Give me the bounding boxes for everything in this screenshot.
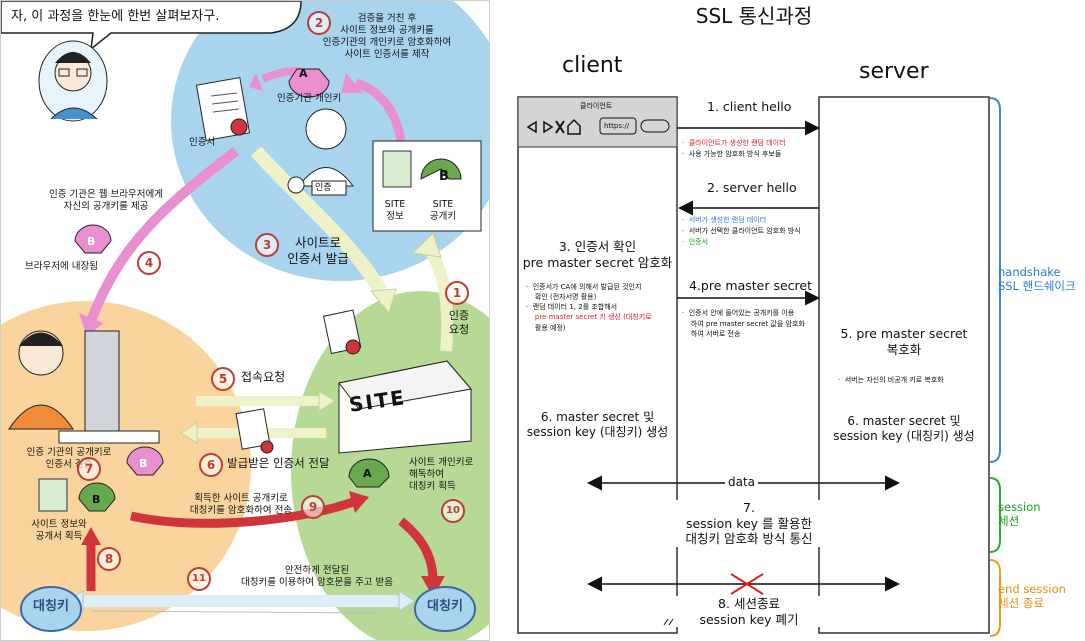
ca-public-key-verify-icon bbox=[126, 446, 164, 476]
client-label: client bbox=[562, 53, 623, 78]
browser-title: 클라이언트 bbox=[580, 102, 613, 110]
step-8-badge: 8 bbox=[97, 547, 121, 571]
arrow-3 bbox=[250, 146, 388, 295]
step-2-badge: 2 bbox=[307, 11, 331, 35]
arrow-10 bbox=[398, 517, 438, 582]
step-1-title: 1. client hello bbox=[707, 99, 792, 114]
step-3-notes: · 인증서가 CA에 의해서 발급된 것인지 확인 (전자서명 활용) · 랜덤… bbox=[526, 283, 652, 332]
step-5-text: 접속요청 bbox=[241, 370, 286, 384]
site-public-key-icon bbox=[78, 482, 116, 512]
handshake-bracket bbox=[989, 97, 1001, 463]
site-pub-key-b: B bbox=[92, 493, 101, 506]
ca-key-b: B bbox=[87, 235, 96, 248]
speech-bubble bbox=[1, 1, 302, 51]
end-session-cross bbox=[730, 573, 764, 595]
site-private-key-icon bbox=[348, 458, 390, 488]
ca-person bbox=[287, 108, 354, 196]
step-5-badge: 5 bbox=[211, 367, 235, 391]
site-building bbox=[338, 360, 472, 454]
step-6-text: 발급받은 인증서 전달 bbox=[227, 456, 330, 470]
step-7-badge: 7 bbox=[77, 457, 101, 481]
url-text: https:// bbox=[604, 122, 630, 130]
ssl-sequence-diagram: SSL 통신과정 client server 클라이언트 https:// 1.… bbox=[514, 0, 1085, 641]
step-2-title: 2. server hello bbox=[707, 180, 797, 195]
site-key-a: A bbox=[363, 467, 372, 480]
ca-private-key-label: 인증기관 개인키 bbox=[277, 93, 342, 104]
arrow-2 bbox=[354, 78, 406, 142]
arrow-4 bbox=[86, 147, 240, 323]
step-6-badge: 6 bbox=[199, 453, 223, 477]
step-11-badge: 11 bbox=[187, 567, 211, 591]
step-1-badge: 1 bbox=[445, 281, 469, 305]
step-4-title: 4.pre master secret bbox=[689, 278, 812, 293]
end-bracket bbox=[989, 559, 1001, 637]
arrow-9 bbox=[130, 496, 358, 528]
step-10-badge: 10 bbox=[441, 499, 465, 523]
sym-key-left-label: 대칭키 bbox=[33, 599, 69, 614]
narrator-avatar bbox=[38, 40, 108, 122]
client-user bbox=[8, 330, 160, 444]
browser-embedded-label: 브라우저에 내장됨 bbox=[25, 261, 98, 272]
sym-key-left bbox=[20, 586, 82, 632]
step-4-badge: 4 bbox=[137, 251, 161, 275]
ca-private-key-icon bbox=[288, 68, 330, 98]
server-label: server bbox=[859, 59, 929, 84]
certificate-illustration bbox=[195, 77, 251, 141]
verify-key-b: B bbox=[139, 457, 148, 470]
sym-key-right-label: 대칭키 bbox=[427, 599, 463, 614]
step-9-badge: 9 bbox=[301, 495, 325, 519]
speech-text: 자, 이 과정을 한눈에 한번 살펴보자구. bbox=[11, 9, 220, 24]
diagram-title: SSL 통신과정 bbox=[695, 4, 813, 28]
site-key-b: B bbox=[439, 169, 449, 184]
client-column bbox=[517, 96, 678, 634]
flow-arrows bbox=[1, 1, 482, 632]
sym-key-right bbox=[414, 586, 476, 632]
site-area bbox=[291, 291, 489, 640]
server-column bbox=[818, 96, 990, 634]
key-a-label: A bbox=[299, 67, 308, 80]
data-label: data bbox=[725, 475, 759, 490]
ca-public-key-icon bbox=[74, 224, 112, 254]
step-5-notes: · 서버는 자신의 비공개 키로 복호화 bbox=[838, 376, 944, 384]
stamp-label: 인증 bbox=[315, 183, 332, 193]
certificate-label: 인증서 bbox=[189, 137, 216, 148]
step-1-notes: · 클라이언트가 생성한 랜덤 데이터 · 사용 가능한 암호화 방식 후보들 bbox=[682, 139, 786, 159]
session-bracket bbox=[989, 477, 1001, 553]
step-2-notes: · 서버가 생성한 랜덤 데이터 · 서버가 선택한 클라이언트 암호화 방식 … bbox=[682, 216, 801, 247]
step-4-notes: · 인증서 안에 들어있는 공개키를 이용 하여 pre master secr… bbox=[682, 309, 805, 338]
step-3-badge: 3 bbox=[255, 233, 279, 257]
